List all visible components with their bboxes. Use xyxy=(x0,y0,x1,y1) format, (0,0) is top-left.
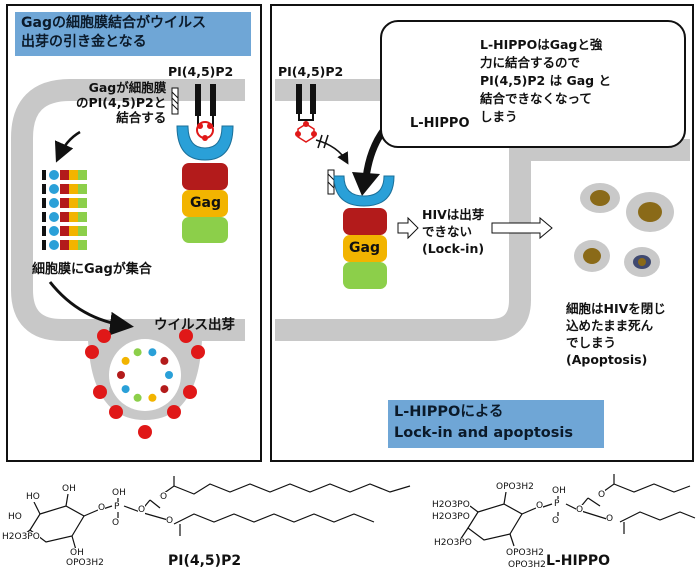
atom-label: H2O3PO xyxy=(434,538,472,548)
lockin-text: HIVは出芽 できない (Lock-in) xyxy=(422,207,485,256)
right-panel-bottom-title: L-HIPPOによる Lock-in and apoptosis xyxy=(388,400,604,448)
pip2-structure-name: PI(4,5)P2 xyxy=(168,553,242,569)
assembled-gag-row xyxy=(42,184,87,194)
hollow-arrow-2 xyxy=(491,216,553,240)
right-gag-label: Gag xyxy=(349,240,380,256)
assembled-gag-row xyxy=(42,198,87,208)
atom-label: O xyxy=(576,505,584,515)
virion-gag-unit xyxy=(133,348,142,357)
left-gag-protein xyxy=(176,121,234,243)
virion-gag-unit xyxy=(117,371,125,379)
virion-lipid-dot xyxy=(109,405,123,419)
right-gag-protein xyxy=(333,175,395,289)
virion-lipid-dot xyxy=(167,405,181,419)
left-gag-label: Gag xyxy=(190,195,221,211)
atom-label: H2O3PO xyxy=(432,512,470,522)
atom-label: O xyxy=(552,516,560,526)
left-budding-virion xyxy=(85,329,205,439)
right-pip2-label: PI(4,5)P2 xyxy=(278,64,344,79)
virion-gag-unit xyxy=(160,385,169,394)
atom-label: OPO3H2 xyxy=(66,558,104,568)
atom-label: OH xyxy=(70,548,84,558)
bubble-text: L-HIPPOはGagと強 力に結合するので PI(4,5)P2 は Gag と… xyxy=(480,37,611,124)
lhippo-structure-name: L-HIPPO xyxy=(546,553,611,569)
atom-label: P xyxy=(114,502,120,512)
left-pip2-label: PI(4,5)P2 xyxy=(168,64,234,79)
apoptosis-text: 細胞はHIVを閉じ 込めたまま死ん でしまう (Apoptosis) xyxy=(566,301,666,367)
virion-gag-unit xyxy=(148,393,157,402)
virion-gag-unit xyxy=(121,385,130,394)
left-pip2-lipid xyxy=(171,84,216,127)
atom-label: P xyxy=(554,499,560,509)
assembled-gag-row xyxy=(42,212,87,222)
atom-label: OH xyxy=(552,486,566,496)
left-budding-arrow xyxy=(48,281,134,336)
left-panel-title: Gagの細胞膜結合がウイルス 出芽の引き金となる xyxy=(15,12,251,56)
virion-gag-unit xyxy=(148,348,157,357)
left-binding-note: Gagが細胞膜 のPI(4,5)P2と 結合する xyxy=(76,80,167,125)
atom-label: OPO3H2 xyxy=(506,548,544,558)
atom-label: HO xyxy=(8,512,22,522)
hollow-arrow-1 xyxy=(397,216,419,240)
right-membrane xyxy=(275,79,531,341)
lhippo-structure xyxy=(459,474,696,547)
assembled-gag-row xyxy=(42,240,87,250)
atom-label: OPO3H2 xyxy=(508,560,546,570)
left-assembled-gag xyxy=(42,170,87,250)
virion-lipid-dot xyxy=(183,385,197,399)
virion-gag-unit xyxy=(165,371,173,379)
lhippo-bubble xyxy=(380,20,686,148)
right-pip2-lipid xyxy=(295,84,317,143)
right-bottom-title-line2: Lock-in and apoptosis xyxy=(394,425,573,441)
assembled-gag-row xyxy=(42,226,87,236)
left-membrane xyxy=(11,79,245,341)
virion-gag-unit xyxy=(133,393,142,402)
right-bottom-title-line1: L-HIPPOによる xyxy=(394,404,504,420)
right-blocked-arrow xyxy=(315,139,349,165)
atom-label: H2O3PO xyxy=(432,500,470,510)
atom-label: HO xyxy=(26,492,40,502)
atom-label: O xyxy=(606,514,614,524)
virion-lipid-dot xyxy=(97,329,111,343)
right-lhippo-lipid xyxy=(327,169,335,195)
atom-label: O xyxy=(166,516,174,526)
atom-label: O xyxy=(598,490,606,500)
virion-lipid-dot xyxy=(138,425,152,439)
virion-lipid-dot xyxy=(179,329,193,343)
apoptotic-cells xyxy=(574,183,674,277)
assembled-gag-row xyxy=(42,170,87,180)
atom-label: O xyxy=(138,505,146,515)
atom-label: H2O3PO xyxy=(2,532,40,542)
atom-label: O xyxy=(160,492,168,502)
virion-lipid-dot xyxy=(85,345,99,359)
left-title-line1: Gagの細胞膜結合がウイルス xyxy=(21,15,206,31)
pip2-structure xyxy=(19,476,411,551)
bubble-lhippo-label: L-HIPPO xyxy=(410,116,470,131)
left-assembly-label: 細胞膜にGagが集合 xyxy=(32,262,152,277)
virion-gag-unit xyxy=(121,356,130,365)
left-assembly-arrow xyxy=(54,130,81,163)
atom-label: O xyxy=(536,501,544,511)
atom-label: O xyxy=(112,518,120,528)
atom-label: OH xyxy=(62,484,76,494)
left-budding-label: ウイルス出芽 xyxy=(154,317,235,333)
atom-label: OH xyxy=(112,488,126,498)
atom-label: O xyxy=(98,503,106,513)
virion-lipid-dot xyxy=(93,385,107,399)
virion-lipid-dot xyxy=(191,345,205,359)
left-title-line2: 出芽の引き金となる xyxy=(21,34,147,50)
virion-gag-unit xyxy=(160,356,169,365)
atom-label: OPO3H2 xyxy=(496,482,534,492)
